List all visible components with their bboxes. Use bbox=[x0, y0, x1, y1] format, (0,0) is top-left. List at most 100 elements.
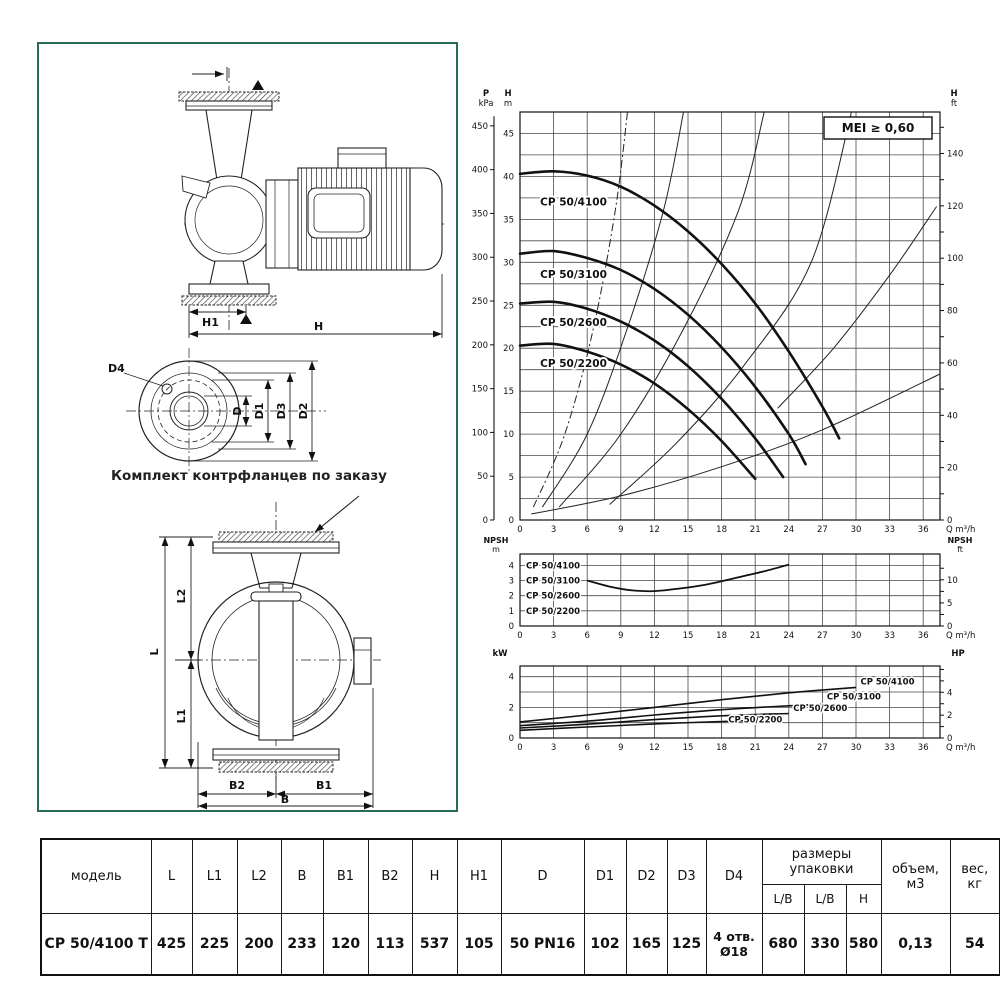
x-tick-label: 6 bbox=[584, 525, 589, 535]
power-curve-label: CP 50/4100 bbox=[860, 677, 914, 687]
col-header-d2: D2 bbox=[625, 838, 668, 914]
npsh-m-axis-label: NPSH bbox=[483, 536, 508, 545]
curve-CP 50/4100 bbox=[518, 169, 841, 440]
curve-CP 50/2200 bbox=[519, 719, 756, 732]
cell-d4: 4 отв. Ø18 bbox=[705, 913, 763, 976]
x-tick-label: 24 bbox=[783, 743, 794, 753]
col-header-d4: D4 bbox=[705, 838, 763, 914]
x-tick-label: 21 bbox=[750, 743, 761, 753]
counterflange-note: Комплект контрфланцев по заказу bbox=[111, 468, 387, 484]
ft-tick-label: 40 bbox=[947, 411, 958, 421]
flow-axis-label: Q m³/h bbox=[946, 743, 975, 753]
curve-CP 50/3100 bbox=[519, 703, 823, 727]
kw-tick-label: 4 bbox=[509, 673, 514, 683]
x-tick-label: 9 bbox=[618, 631, 623, 641]
cell-h1: 105 bbox=[456, 913, 502, 976]
dim-label-d4: D4 bbox=[108, 362, 125, 375]
plot-border bbox=[519, 665, 941, 739]
x-tick-label: 21 bbox=[750, 631, 761, 641]
dim-label-l2: L2 bbox=[175, 589, 188, 604]
npsh-m-axis-label: m bbox=[492, 545, 500, 554]
npsh-row-label: CP 50/2200 bbox=[526, 607, 580, 617]
curve-CP 50/4100 bbox=[519, 686, 857, 723]
cell-d3: 125 bbox=[666, 913, 707, 976]
x-tick-label: 21 bbox=[750, 525, 761, 535]
p-tick-label: 350 bbox=[472, 209, 488, 219]
p-axis-label: P bbox=[483, 89, 489, 99]
col-header-pack-lb2: L/B bbox=[803, 884, 847, 914]
x-tick-label: 27 bbox=[817, 743, 828, 753]
diameter-dimension-lines bbox=[242, 361, 316, 461]
x-tick-label: 9 bbox=[618, 743, 623, 753]
aux-curve-0 bbox=[532, 111, 628, 508]
col-header-b1: B1 bbox=[322, 838, 369, 914]
cell-l: 425 bbox=[150, 913, 193, 976]
npsh-row-label: CP 50/3100 bbox=[526, 577, 580, 587]
curve-label: CP 50/2200 bbox=[540, 358, 607, 370]
x-tick-label: 33 bbox=[884, 525, 895, 535]
x-tick-label: 15 bbox=[683, 743, 694, 753]
aux-curve-2 bbox=[558, 111, 765, 508]
cell-h: 537 bbox=[411, 913, 458, 976]
h-m-tick-label: 45 bbox=[503, 129, 514, 139]
hp-tick-label: 4 bbox=[947, 688, 952, 698]
x-tick-label: 36 bbox=[918, 631, 929, 641]
x-tick-label: 3 bbox=[551, 631, 556, 641]
flow-axis-label: Q m³/h bbox=[946, 525, 975, 535]
npsh-ft-tick-label: 5 bbox=[947, 599, 952, 609]
curve-label: CP 50/4100 bbox=[540, 197, 607, 209]
x-tick-label: 0 bbox=[517, 525, 522, 535]
x-tick-label: 36 bbox=[918, 743, 929, 753]
npsh-m-tick-label: 1 bbox=[509, 607, 514, 617]
flow-arrow-top bbox=[252, 80, 264, 90]
x-tick-label: 3 bbox=[551, 743, 556, 753]
cell-b1: 120 bbox=[322, 913, 369, 976]
cell-b: 233 bbox=[280, 913, 324, 976]
note-leader-arrow bbox=[314, 495, 360, 533]
h-m-tick-label: 10 bbox=[503, 430, 514, 440]
ft-tick-label: 80 bbox=[947, 307, 958, 317]
cell-weight: 54 bbox=[949, 913, 1000, 976]
pump-body bbox=[178, 67, 444, 330]
p-tick-label: 100 bbox=[472, 428, 488, 438]
p-tick-label: 250 bbox=[472, 297, 488, 307]
col-header-pack-h: H bbox=[845, 884, 882, 914]
cell-l1: 225 bbox=[191, 913, 238, 976]
col-header-l1: L1 bbox=[191, 838, 238, 914]
flow-arrow-bottom bbox=[240, 314, 252, 324]
dim-label-l1: L1 bbox=[175, 709, 188, 724]
npsh-ft-tick-label: 10 bbox=[947, 576, 958, 586]
x-tick-label: 15 bbox=[683, 525, 694, 535]
flange-view-drawing: D4 D D1 D3 D2 bbox=[108, 348, 326, 474]
curve-npsh bbox=[586, 563, 790, 593]
npsh-ft-axis-label: ft bbox=[957, 545, 963, 554]
power-curve-label: CP 50/3100 bbox=[827, 693, 881, 703]
x-tick-label: 18 bbox=[716, 525, 727, 535]
h-m-axis-label: H bbox=[504, 89, 511, 99]
drawing-panel: H1 H bbox=[37, 42, 458, 812]
x-tick-label: 33 bbox=[884, 631, 895, 641]
p-tick-label: 0 bbox=[483, 516, 488, 526]
p-axis-label: kPa bbox=[479, 99, 494, 109]
col-header-l2: L2 bbox=[236, 838, 282, 914]
col-header-d1: D1 bbox=[583, 838, 627, 914]
npsh-ft-axis-label: NPSH bbox=[947, 536, 972, 545]
col-header-model: модель bbox=[40, 838, 152, 914]
bolt-hole bbox=[161, 383, 173, 395]
curve-CP 50/2200 bbox=[518, 342, 757, 481]
cell-volume: 0,13 bbox=[880, 913, 951, 976]
h-m-tick-label: 0 bbox=[509, 516, 514, 526]
cell-pack-h: 580 bbox=[845, 913, 882, 976]
h-m-tick-label: 35 bbox=[503, 215, 514, 225]
aux-curve-3 bbox=[609, 111, 852, 505]
hp-tick-label: 0 bbox=[947, 734, 952, 744]
col-header-l: L bbox=[150, 838, 193, 914]
cell-d1: 102 bbox=[583, 913, 627, 976]
x-tick-label: 6 bbox=[584, 743, 589, 753]
x-tick-label: 33 bbox=[884, 743, 895, 753]
p-tick-label: 200 bbox=[472, 341, 488, 351]
ft-tick-label: 20 bbox=[947, 464, 958, 474]
h-m-tick-label: 5 bbox=[509, 473, 514, 483]
